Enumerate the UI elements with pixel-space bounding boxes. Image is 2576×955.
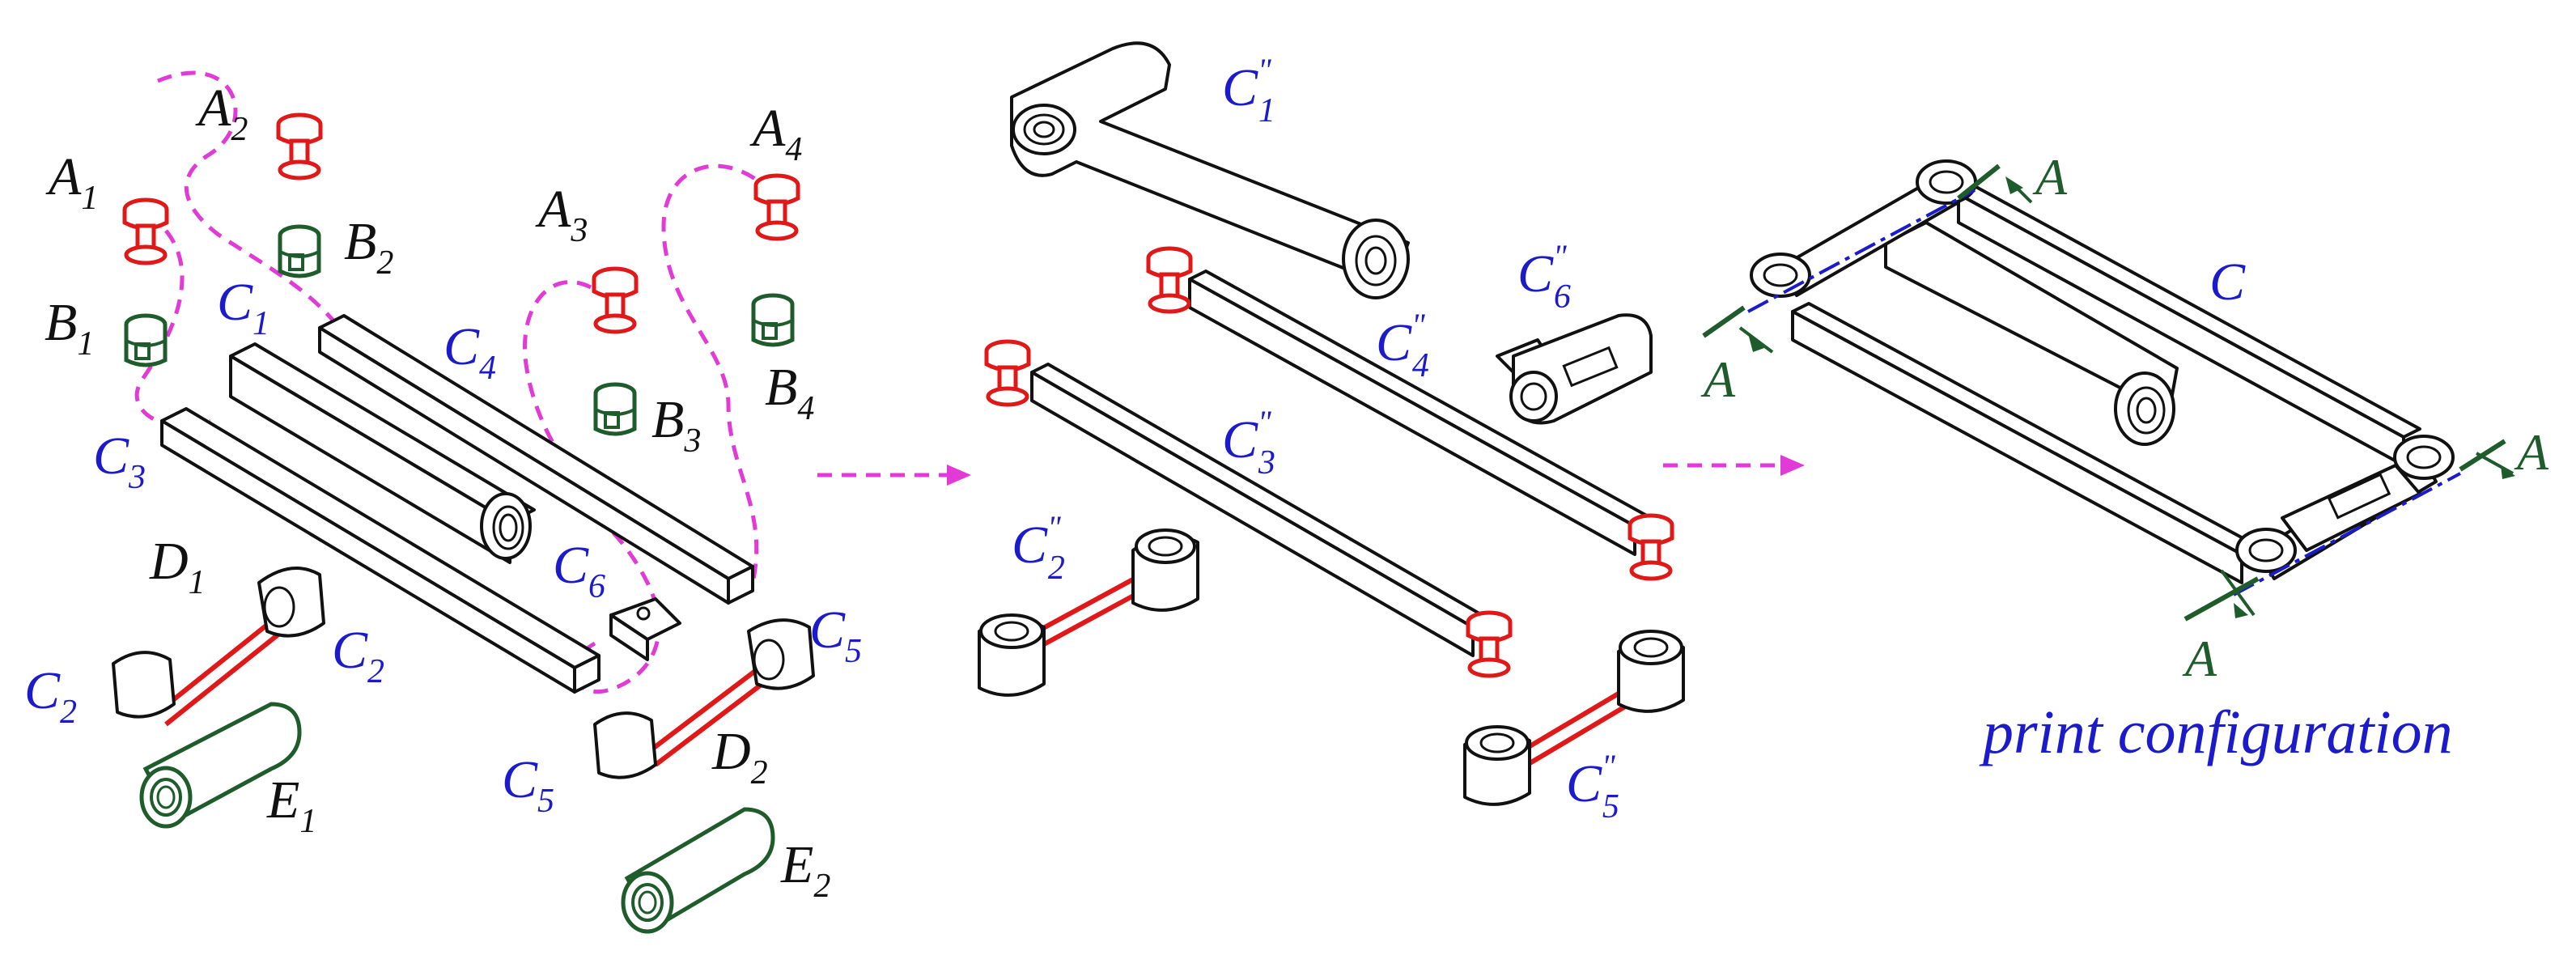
bushing-b3	[596, 384, 634, 434]
bracket-c6pp	[1496, 313, 1653, 425]
bushing-b1	[126, 316, 165, 365]
label-c5a: C5	[809, 601, 862, 670]
pin-a3	[594, 269, 636, 332]
section-marker-a-right	[2459, 439, 2515, 479]
label-section-a-bottom: A	[2182, 630, 2217, 687]
dashed-assignment-path-1	[157, 70, 661, 694]
dashed-assignment-path-4	[661, 163, 774, 584]
rod-d1	[112, 567, 325, 727]
label-c2a: C2	[332, 621, 384, 690]
rod-c5pp	[1463, 630, 1685, 806]
axis-line-left	[1747, 189, 1975, 313]
label-b1: B1	[45, 293, 94, 363]
label-section-a-top: A	[2032, 148, 2068, 206]
label-e2: E2	[780, 835, 830, 905]
bar-c3	[160, 407, 601, 694]
section-marker-a-left	[1702, 305, 1774, 354]
bracket-c6	[609, 597, 681, 661]
bar-c3pp	[987, 342, 1510, 676]
label-c-final: C	[2209, 253, 2246, 312]
arm-c1pp	[1010, 41, 1410, 299]
label-b3: B3	[651, 390, 701, 460]
label-c1pp: C"1	[1222, 52, 1275, 129]
label-d2: D2	[711, 722, 768, 792]
label-a1: A1	[45, 147, 98, 217]
section-marker-a-top	[1957, 163, 2033, 204]
print-configuration-panel: C A A A A print configuration	[1700, 148, 2549, 766]
label-c2b: C2	[24, 661, 77, 731]
label-section-a-right: A	[2514, 423, 2549, 481]
label-c6pp: C"6	[1517, 238, 1571, 316]
pin-a2	[278, 115, 320, 178]
bushing-b4	[753, 295, 792, 345]
label-b4: B4	[765, 358, 814, 427]
label-e1: E1	[266, 770, 316, 840]
pin-a1	[125, 200, 167, 263]
process-arrow-1	[817, 465, 971, 486]
label-a2: A2	[195, 79, 248, 148]
label-c2pp: C"2	[1012, 509, 1065, 587]
bar-c4pp	[1148, 248, 1672, 579]
label-c1: C1	[217, 273, 269, 342]
bushing-b2	[280, 227, 319, 276]
tube-e1	[139, 702, 302, 829]
tube-e2	[621, 807, 775, 934]
label-a4: A4	[749, 99, 802, 168]
label-c3pp: C"3	[1222, 404, 1275, 482]
exploded-parts-panel: A1 A2 A3 A4 B1 B2 B3 B4 C1 C2 C2 C3 C4 C…	[24, 70, 862, 934]
label-c5b: C5	[502, 750, 554, 820]
label-section-a-left: A	[1700, 350, 1736, 408]
label-c4: C4	[443, 317, 496, 387]
axis-line-right	[2233, 472, 2461, 596]
label-c6: C6	[553, 536, 605, 605]
label-c5pp: C"5	[1566, 748, 1619, 826]
bar-c4	[318, 314, 754, 605]
label-c4pp: C"4	[1376, 307, 1429, 384]
label-b2: B2	[344, 212, 393, 282]
process-arrow-2	[1663, 455, 1805, 476]
rod-d2	[593, 618, 815, 779]
label-c3: C3	[93, 427, 146, 496]
rod-c2pp	[978, 528, 1199, 697]
print-configuration-caption: print configuration	[1979, 698, 2453, 766]
pin-a4	[756, 176, 798, 239]
label-d1: D1	[149, 532, 206, 601]
label-a3: A3	[535, 180, 588, 249]
section-marker-a-bottom	[2183, 569, 2260, 622]
bar-c1	[229, 342, 536, 564]
printed-parts-panel: C"1 C"6 C"4 C"3 C"2 C"5	[978, 41, 1685, 826]
